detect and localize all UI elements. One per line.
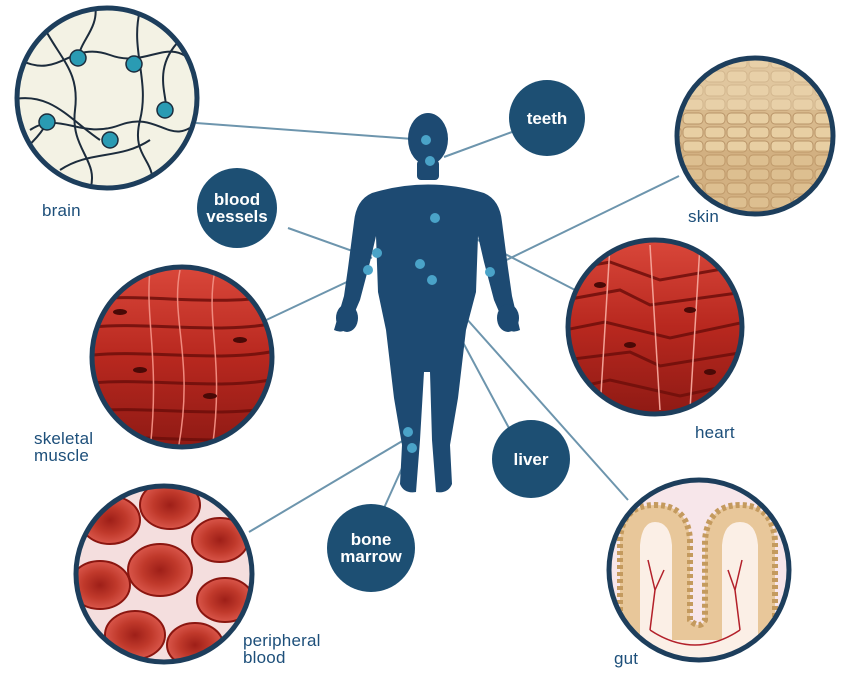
intestinal-villi-icon [609, 480, 789, 660]
hotspot-blood-vessels-1 [372, 248, 382, 258]
red-blood-cells-icon [70, 481, 253, 667]
bubble-teeth: teeth [509, 80, 585, 156]
hotspot-liver [415, 259, 425, 269]
hotspot-blood-vessels-2 [363, 265, 373, 275]
human-silhouette-icon [334, 113, 520, 492]
connector-brain [196, 123, 426, 140]
label-heart: heart [695, 424, 735, 441]
connector-teeth [444, 132, 512, 157]
muscle-fibers-icon [85, 267, 280, 450]
hotspot-heart [430, 213, 440, 223]
neuron-network-icon [10, 5, 200, 190]
hotspot-gut [427, 275, 437, 285]
hotspot-bone-marrow-1 [403, 427, 413, 437]
hotspot-skin [485, 267, 495, 277]
bubble-liver: liver [492, 420, 570, 498]
hotspot-brain [421, 135, 431, 145]
label-skin: skin [688, 208, 719, 225]
label-skeletal-muscle: skeletal muscle [34, 430, 93, 464]
label-brain: brain [42, 202, 81, 219]
hotspot-bone-marrow-2 [407, 443, 417, 453]
label-peripheral-blood: peripheral blood [243, 632, 321, 666]
skin-cells-icon [670, 50, 845, 220]
bubble-blood-vessels: blood vessels [197, 168, 277, 248]
hotspot-teeth [425, 156, 435, 166]
cardiac-muscle-icon [565, 240, 745, 414]
label-gut: gut [614, 650, 638, 667]
bubble-bone-marrow: bone marrow [327, 504, 415, 592]
